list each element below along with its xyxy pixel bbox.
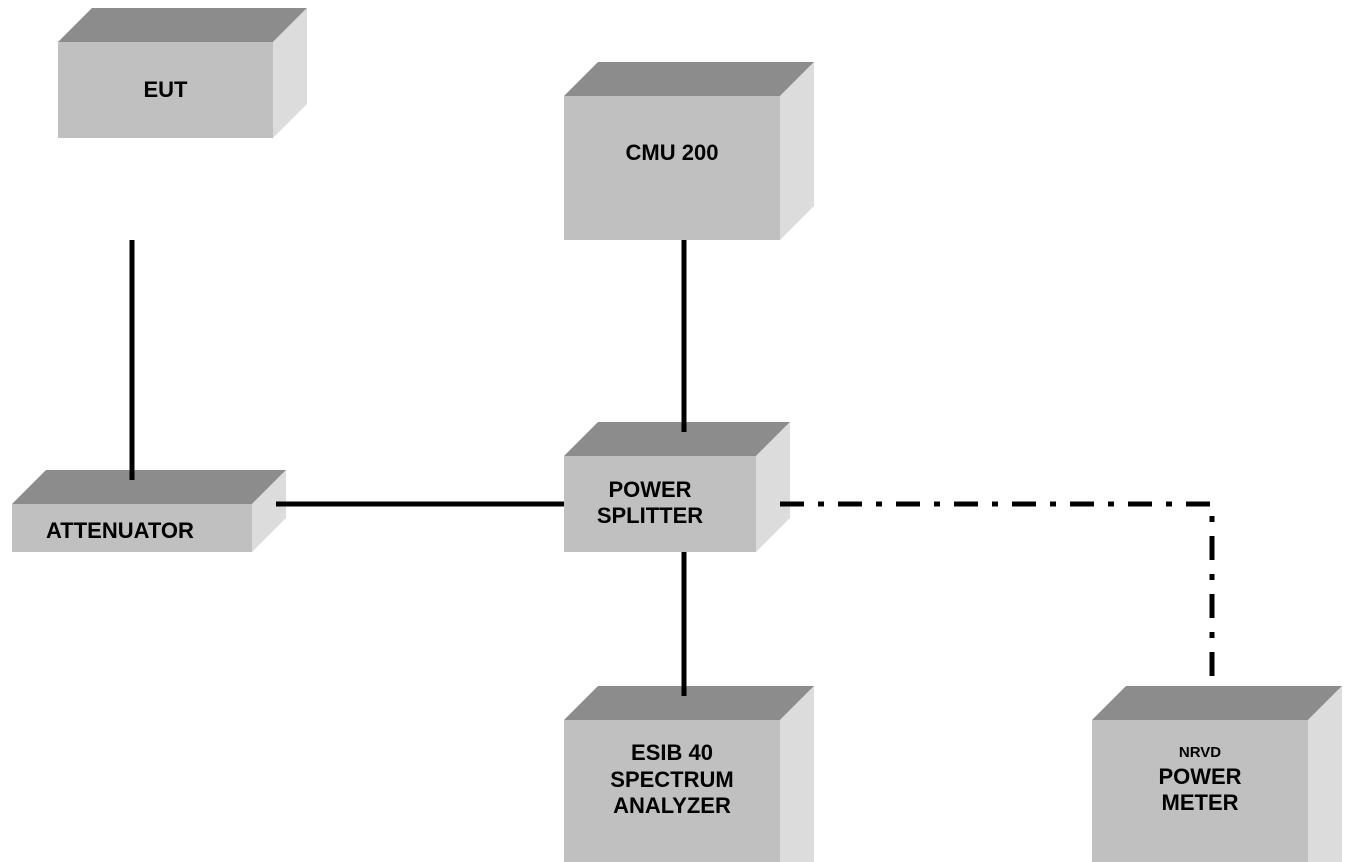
attenuator-label-line-1: ATTENUATOR: [46, 517, 194, 543]
nrvd-label-line-1: POWER: [1158, 763, 1242, 789]
power-splitter-label: POWER SPLITTER: [564, 458, 736, 548]
cmu200-box: [564, 62, 814, 240]
eut-box-front: [58, 42, 273, 138]
nrvd-box-top: [1092, 686, 1342, 720]
power-splitter-label-line-1: POWER: [608, 476, 692, 502]
power-splitter-box-top: [564, 422, 790, 456]
esib40-label-line-1: ESIB 40: [631, 740, 713, 766]
eut-label: EUT: [58, 42, 273, 138]
attenuator-box-front: [12, 504, 252, 552]
attenuator-box-top: [12, 470, 286, 504]
power-splitter-box: [564, 422, 790, 552]
attenuator-box: [12, 470, 286, 552]
nrvd-label-line-2: METER: [1161, 790, 1239, 815]
esib40-box-top: [564, 686, 814, 720]
esib40-box-front: [564, 720, 780, 862]
esib40-label-line-2: SPECTRUM: [610, 766, 734, 792]
power-splitter-box-front: [564, 456, 756, 552]
attenuator-box-side: [252, 470, 286, 552]
power-splitter-box-side: [756, 422, 790, 552]
nrvd-label-prefix: NRVD: [1178, 743, 1222, 761]
nrvd-box-side: [1308, 686, 1342, 862]
power-splitter-label-line-2: SPLITTER: [596, 503, 704, 528]
esib40-label: ESIB 40 SPECTRUM ANALYZER: [564, 730, 780, 830]
cmu200-box-front: [564, 96, 780, 240]
eut-box: [58, 8, 307, 138]
cmu200-label-line-1: CMU 200: [625, 139, 719, 165]
esib40-box: [564, 686, 814, 862]
cmu200-box-top: [564, 62, 814, 96]
eut-box-side: [273, 8, 307, 138]
cmu200-box-side: [780, 62, 814, 240]
eut-box-top: [58, 8, 307, 42]
attenuator-label: ATTENUATOR: [12, 504, 228, 558]
nrvd-box-front: [1092, 720, 1308, 862]
eut-label-line-1: EUT: [143, 76, 188, 102]
splitter-nrvd-dashdot-line: [780, 501, 1215, 686]
esib40-label-line-3: ANALYZER: [613, 793, 731, 819]
cmu200-label: CMU 200: [564, 96, 780, 210]
nrvd-box: [1092, 686, 1342, 862]
esib40-box-side: [780, 686, 814, 862]
nrvd-label: NRVD POWER METER: [1092, 730, 1308, 830]
